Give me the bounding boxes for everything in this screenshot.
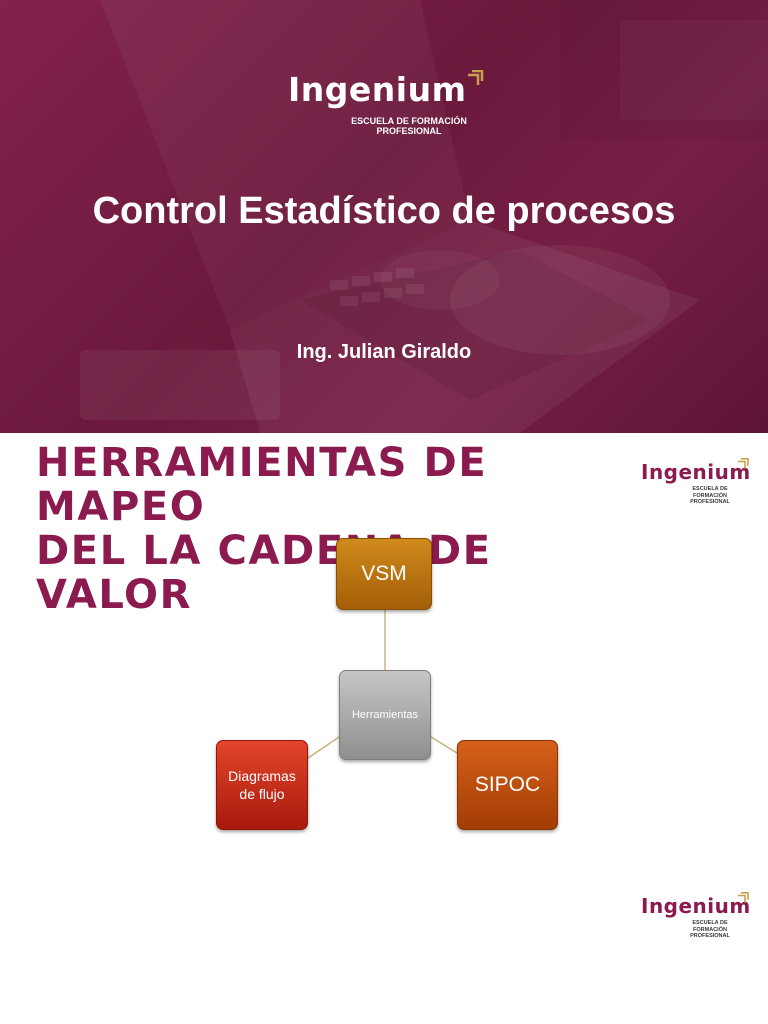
logo-wordmark: Ingenium (288, 70, 467, 109)
logo-subtitle: ESCUELA DE FORMACIÓN PROFESIONAL (351, 116, 467, 136)
logo-corner-mark-icon (468, 70, 484, 85)
ingenium-logo-footer: Ingenium ESCUELA DE FORMACIÓN PROFESIONA… (641, 892, 751, 940)
laptop-background-image (0, 0, 768, 433)
node-vsm: VSM (336, 538, 432, 610)
presentation-title: Control Estadístico de procesos (92, 190, 676, 232)
logo-subtitle: ESCUELA DE FORMACIÓN PROFESIONAL (690, 920, 730, 939)
logo-wordmark: Ingenium (641, 460, 751, 484)
node-sipoc: SIPOC (457, 740, 558, 830)
logo-corner-mark-icon (738, 458, 749, 469)
presenter-name: Ing. Julian Giraldo (296, 341, 472, 363)
node-diagramas-de-flujo: Diagramas de flujo (216, 740, 308, 830)
logo-wordmark: Ingenium (641, 894, 751, 918)
title-slide: Ingenium ESCUELA DE FORMACIÓN PROFESIONA… (0, 0, 768, 433)
connector-left (307, 736, 340, 759)
node-herramientas: Herramientas (339, 670, 431, 760)
ingenium-logo: Ingenium ESCUELA DE FORMACIÓN PROFESIONA… (288, 70, 488, 150)
ingenium-logo-header: Ingenium ESCUELA DE FORMACIÓN PROFESIONA… (641, 458, 751, 506)
logo-corner-mark-icon (738, 892, 749, 903)
connector-right (430, 736, 458, 754)
logo-subtitle: ESCUELA DE FORMACIÓN PROFESIONAL (690, 486, 730, 505)
content-slide: HERRAMIENTAS DE MAPEO DEL LA CADENA DE V… (0, 433, 768, 1024)
